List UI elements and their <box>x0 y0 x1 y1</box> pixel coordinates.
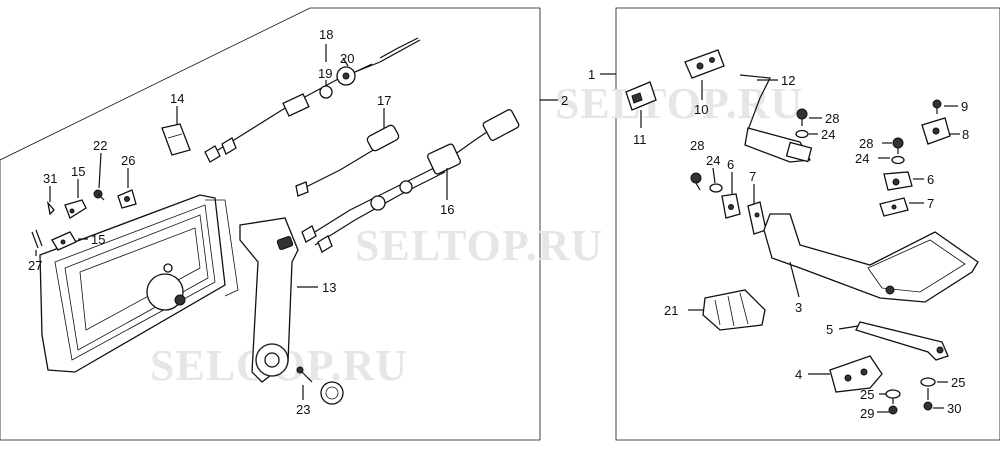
label-6-right: 6 <box>927 172 934 187</box>
label-24-upper: 24 <box>821 127 835 142</box>
right-leaders <box>640 79 960 413</box>
clip-6-left <box>721 193 741 219</box>
bolt-28-upper <box>796 108 808 126</box>
label-14: 14 <box>170 91 184 106</box>
clamp-26 <box>117 189 137 209</box>
watermark-1: SELTOP.RU <box>555 79 803 128</box>
label-19: 19 <box>318 66 332 81</box>
label-2: 2 <box>561 93 568 108</box>
label-23: 23 <box>296 402 310 417</box>
clip-31 <box>46 200 55 216</box>
washer-24-upper <box>795 129 809 139</box>
harness-16 <box>301 109 520 253</box>
label-29: 29 <box>860 406 874 421</box>
label-28-left: 28 <box>690 138 704 153</box>
label-7-right: 7 <box>927 196 934 211</box>
washer-25-right <box>920 377 936 387</box>
left-group-outline <box>0 7 541 441</box>
plate-7-left <box>747 201 767 235</box>
bracket-15b <box>51 231 77 251</box>
label-1: 1 <box>588 67 595 82</box>
label-16: 16 <box>440 202 454 217</box>
washer-24-left <box>709 183 723 193</box>
rod-5 <box>855 321 949 361</box>
label-24-left: 24 <box>706 153 720 168</box>
plate-7-right <box>879 197 909 217</box>
label-28-right: 28 <box>859 136 873 151</box>
washer-25-left <box>885 389 901 399</box>
label-18: 18 <box>319 27 333 42</box>
label-22: 22 <box>93 138 107 153</box>
switch-harness <box>204 37 421 163</box>
label-25-right: 25 <box>951 375 965 390</box>
label-28-upper: 28 <box>825 111 839 126</box>
label-15a: 15 <box>71 164 85 179</box>
label-9: 9 <box>961 99 968 114</box>
label-3: 3 <box>795 300 802 315</box>
cable-17 <box>295 124 400 197</box>
label-24-right: 24 <box>855 151 869 166</box>
bracket-8 <box>921 117 951 145</box>
label-30: 30 <box>947 401 961 416</box>
label-15b: 15 <box>91 232 105 247</box>
shaft-arm-12 <box>739 74 813 163</box>
clip-6-right <box>883 171 913 191</box>
label-21: 21 <box>664 303 678 318</box>
knob <box>320 381 344 405</box>
label-25-left: 25 <box>860 387 874 402</box>
screw-22 <box>93 189 105 201</box>
label-20: 20 <box>340 51 354 66</box>
bolt-28-left <box>690 172 702 191</box>
label-31: 31 <box>43 171 57 186</box>
label-10: 10 <box>694 102 708 117</box>
pin-27 <box>31 229 43 249</box>
label-17: 17 <box>377 93 391 108</box>
bracket-frame-3 <box>763 213 979 303</box>
label-5: 5 <box>826 322 833 337</box>
label-27: 27 <box>28 258 42 273</box>
control-lever-13 <box>239 217 299 383</box>
label-12: 12 <box>781 73 795 88</box>
bolt-30 <box>923 388 933 411</box>
label-6-left: 6 <box>727 157 734 172</box>
bolt-29 <box>888 398 898 415</box>
label-11: 11 <box>633 132 647 147</box>
label-7-left: 7 <box>749 169 756 184</box>
watermark-2: SELTOP.RU <box>355 221 603 270</box>
bolt-9 <box>932 99 942 114</box>
label-8: 8 <box>962 127 969 142</box>
block-10 <box>684 49 725 79</box>
left-leaders <box>35 44 558 400</box>
block-21 <box>702 289 766 331</box>
screw-23 <box>296 366 313 383</box>
label-26: 26 <box>121 153 135 168</box>
plate-4 <box>829 355 883 393</box>
bracket-15a <box>64 199 87 219</box>
label-13: 13 <box>322 280 336 295</box>
right-group-outline <box>615 7 1000 441</box>
clip-11 <box>625 81 657 111</box>
bolt-28-right <box>892 137 904 154</box>
label-4: 4 <box>795 367 802 382</box>
plate-14 <box>161 123 191 156</box>
washer-24-right <box>891 155 905 165</box>
